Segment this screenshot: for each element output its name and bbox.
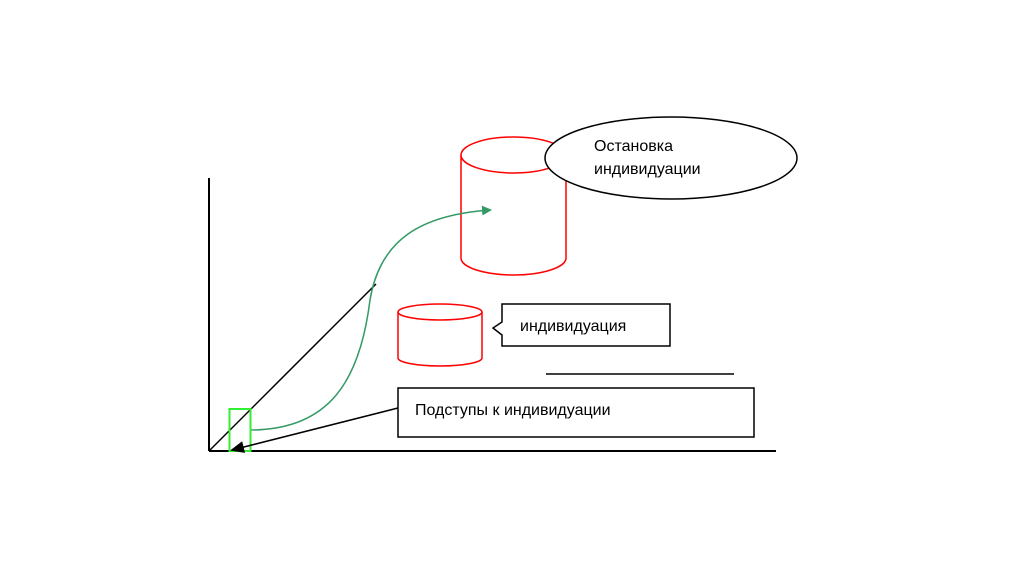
small-cylinder	[397, 303, 483, 367]
growth-curve-arrow	[249, 205, 492, 431]
start-marker	[228, 408, 252, 452]
approaches-box	[397, 387, 755, 438]
individuation-callout	[491, 303, 671, 347]
approaches-label: Подступы к индивидуации	[415, 402, 611, 419]
diagonal-line	[208, 283, 377, 452]
large-cylinder	[460, 136, 567, 276]
stop-individuation-label: Остановка индивидуации	[594, 138, 701, 178]
pointer-arrow	[230, 407, 399, 453]
individuation-label: индивидуация	[520, 318, 627, 335]
stop-individuation-oval	[544, 116, 798, 200]
